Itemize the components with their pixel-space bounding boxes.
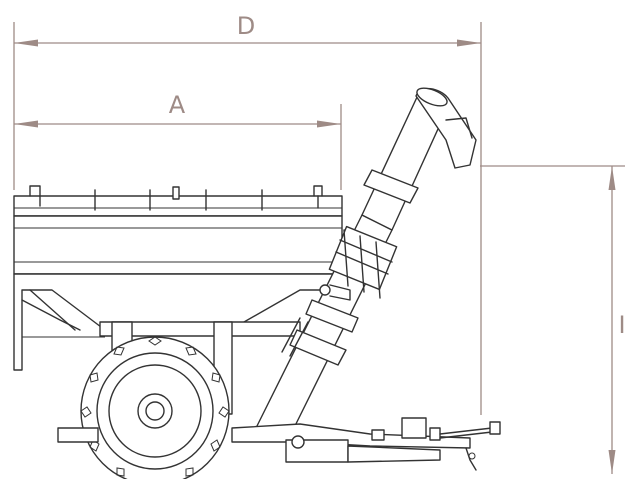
hub-center (145, 401, 165, 421)
dimension-d: D (13, 12, 482, 415)
dimension-i: I (480, 165, 625, 474)
dimension-a-arrow-left (14, 120, 38, 128)
hitch-clevis (401, 417, 427, 439)
dimension-d-label: D (237, 12, 255, 40)
hopper-wall (13, 215, 343, 275)
auger (254, 87, 477, 441)
auger-collar-lower (289, 329, 347, 366)
dimension-d-arrow-right (457, 39, 481, 47)
frame-beam (99, 321, 301, 337)
axle-stub (57, 427, 99, 443)
dimension-i-label: I (618, 311, 625, 339)
dimension-i-arrow-top (608, 166, 616, 190)
dimension-a-label: A (169, 91, 186, 119)
dimension-i-arrow-bottom (608, 450, 616, 474)
auger-collar-upper (363, 169, 419, 204)
dimension-a-arrow-right (317, 120, 341, 128)
hitch (231, 417, 501, 471)
wheel (80, 336, 230, 479)
dimension-d-arrow-left (14, 39, 38, 47)
dimension-a: A (14, 91, 342, 190)
hitch-handle (489, 421, 501, 435)
